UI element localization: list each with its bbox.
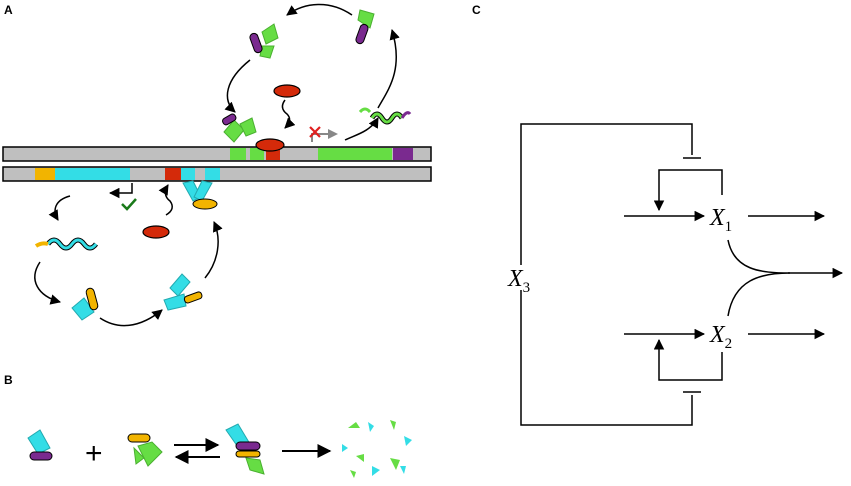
x1-self-loop — [653, 169, 723, 212]
cyan-dimer-bound — [182, 180, 218, 210]
promoter-arrow-active — [108, 183, 133, 199]
panel-b-label: B — [4, 373, 13, 387]
x-mark-icon — [309, 126, 321, 138]
node-x1: X1 — [709, 205, 732, 235]
panel-a-label: A — [4, 3, 13, 17]
top-cycle — [222, 3, 412, 152]
x3-to-x2-repression — [520, 290, 693, 426]
repressor-top — [273, 84, 301, 98]
panel-c: C X1 X3 X2 — [472, 3, 844, 426]
cyan-dimer — [163, 273, 203, 311]
degraded-fragments — [342, 420, 412, 478]
complex-molecule — [225, 423, 265, 475]
x3-to-x1-repression — [520, 123, 693, 265]
panel-a: A — [2, 3, 432, 327]
merge-curve — [727, 239, 791, 317]
reversible-arrows — [174, 438, 220, 464]
yellow-green-molecule — [127, 433, 163, 467]
dna-upper-strand — [2, 146, 432, 162]
green-purple-complex — [249, 23, 279, 59]
node-x2: X2 — [709, 322, 732, 352]
plus-sign: + — [85, 437, 103, 470]
promoter-arrow-gray — [311, 133, 330, 142]
cyan-protein-single — [71, 287, 99, 321]
node-x3: X3 — [507, 266, 530, 296]
check-mark-icon — [121, 198, 137, 211]
repressor-bound-top — [255, 138, 285, 152]
green-protein-single — [355, 9, 375, 45]
panel-c-label: C — [472, 3, 481, 17]
repressor-bottom — [142, 225, 170, 239]
bottom-cycle — [34, 180, 223, 327]
panel-b: B + — [4, 373, 412, 478]
green-dimer-bound — [222, 113, 257, 143]
cyan-purple-molecule — [27, 429, 53, 461]
x2-self-loop — [653, 338, 723, 381]
dna-lower-strand — [2, 166, 432, 182]
